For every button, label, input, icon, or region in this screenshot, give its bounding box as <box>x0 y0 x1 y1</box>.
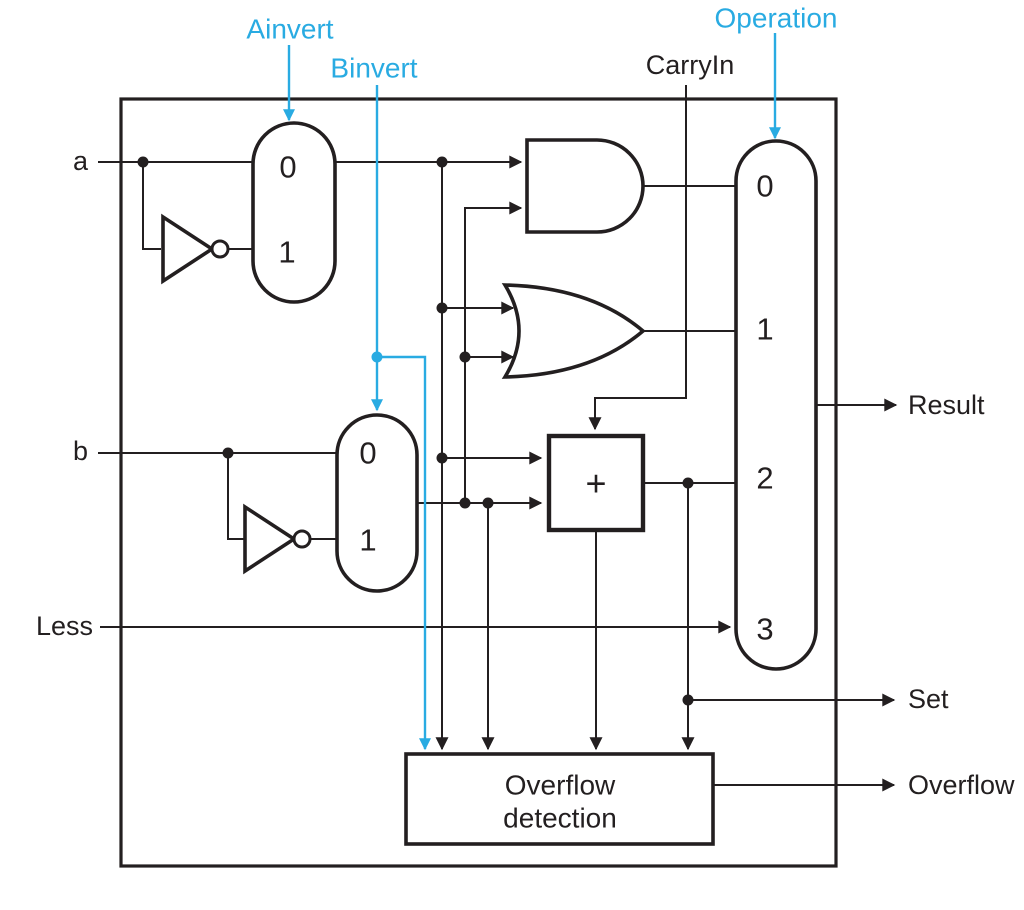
wire-carryin <box>588 85 687 431</box>
not-gate-a-bubble <box>210 239 230 259</box>
output-set-label: Set <box>908 684 949 714</box>
a-mux-option-0: 0 <box>279 150 296 185</box>
operation-result-mux <box>734 139 818 671</box>
junction-dot <box>137 156 149 168</box>
ainvert-label: Ainvert <box>246 14 333 45</box>
result-mux-option-2: 2 <box>756 461 773 496</box>
adder-plus-symbol: + <box>585 463 606 504</box>
operation-label: Operation <box>715 3 838 34</box>
junction-dot <box>436 156 448 168</box>
junction-dot <box>682 694 694 706</box>
junction-dot <box>482 497 494 509</box>
b-mux-option-0: 0 <box>359 436 376 471</box>
output-result-label: Result <box>908 390 985 420</box>
overflow-detection-box <box>404 752 715 846</box>
result-mux-option-0: 0 <box>756 169 773 204</box>
junction-dot <box>222 447 234 459</box>
junction-dot <box>459 351 471 363</box>
a-invert-mux <box>251 121 337 304</box>
input-a-label: a <box>73 146 89 176</box>
and-gate <box>525 138 645 234</box>
adder-box <box>546 433 646 533</box>
b-mux-option-1: 1 <box>359 523 376 558</box>
result-mux-option-1: 1 <box>756 312 773 347</box>
junction-dot <box>436 302 448 314</box>
junction-dot <box>682 477 694 489</box>
not-gate-a <box>161 213 216 285</box>
result-mux-option-3: 3 <box>756 612 773 647</box>
carryin-label: CarryIn <box>646 50 735 80</box>
overflow-detection-label-line1: Overflow <box>505 770 616 801</box>
not-gate-b-bubble <box>292 529 312 549</box>
alu-boundary-box <box>119 97 838 868</box>
wire-b-to-not-gate <box>227 453 244 540</box>
junction-dot <box>459 497 471 509</box>
input-less-label: Less <box>36 611 93 641</box>
wire-binvert-to-overflow <box>377 355 431 751</box>
binvert-junction-dot <box>371 351 383 363</box>
junction-dot <box>436 452 448 464</box>
wire-b-to-and <box>464 201 523 503</box>
a-mux-option-1: 1 <box>278 235 295 270</box>
input-b-label: b <box>73 436 88 466</box>
output-overflow-label: Overflow <box>908 770 1015 800</box>
overflow-detection-label-line2: detection <box>503 803 617 834</box>
binvert-label: Binvert <box>330 53 417 84</box>
b-invert-mux <box>335 413 419 593</box>
wire-a-to-not-gate <box>142 162 161 250</box>
not-gate-b <box>243 503 298 575</box>
or-gate <box>501 283 646 379</box>
